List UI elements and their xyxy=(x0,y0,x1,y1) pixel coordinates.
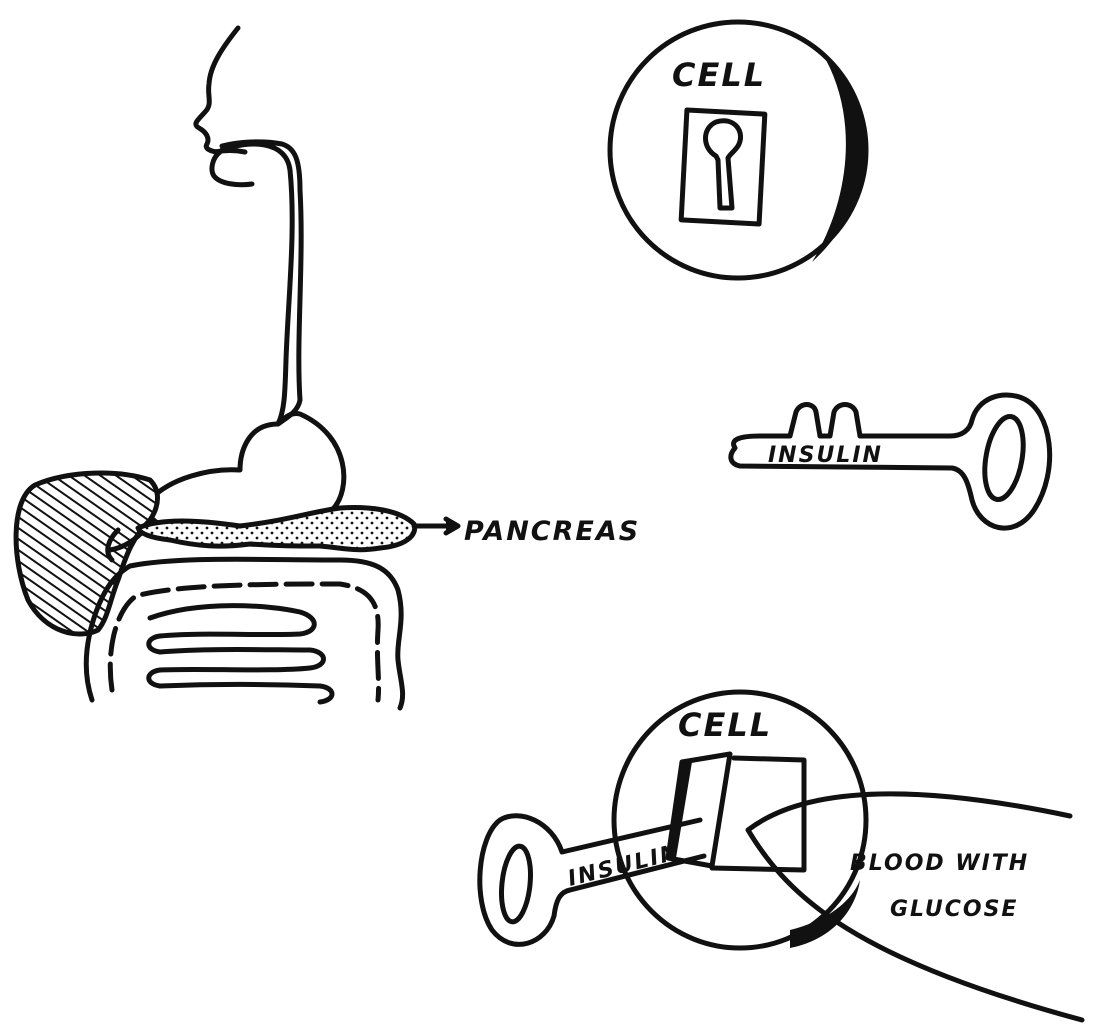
insulin-key-label: INSULIN xyxy=(768,443,883,468)
pancreas-arrowhead xyxy=(443,516,461,536)
cell-label-top: CELL xyxy=(672,56,766,94)
mouth xyxy=(212,148,248,155)
large-intestine-inner xyxy=(107,581,382,703)
cell-membrane-top xyxy=(607,19,869,281)
key-in-lock-shaft xyxy=(477,813,707,947)
cell-shadow-bottom xyxy=(790,880,860,948)
key-bow-hole xyxy=(982,414,1026,502)
large-intestine xyxy=(83,556,406,711)
pancreas xyxy=(135,505,418,553)
cell-shadow-top xyxy=(812,60,865,262)
blood-label-line1: BLOOD WITH xyxy=(850,851,1029,876)
keyhole-plate xyxy=(678,107,768,227)
cell-membrane-bottom xyxy=(611,689,869,951)
cell-unlocked xyxy=(611,689,869,951)
key-shaft xyxy=(728,392,1053,531)
insulin-key xyxy=(728,392,1053,531)
door-frame xyxy=(709,755,807,873)
liver xyxy=(13,470,160,637)
door-edge xyxy=(668,762,692,858)
insulin-key-in-lock xyxy=(477,813,707,947)
small-intestine xyxy=(146,603,335,705)
keyhole-icon xyxy=(703,118,743,211)
digestive-system xyxy=(13,25,461,711)
cell-locked xyxy=(607,19,869,281)
cell-label-bottom: CELL xyxy=(678,706,772,744)
pancreas-label: PANCREAS xyxy=(464,516,640,547)
face-profile xyxy=(193,25,255,188)
blood-label-line2: GLUCOSE xyxy=(890,897,1018,922)
blood-flow xyxy=(745,791,1085,1023)
key-in-lock-hole xyxy=(499,843,533,925)
